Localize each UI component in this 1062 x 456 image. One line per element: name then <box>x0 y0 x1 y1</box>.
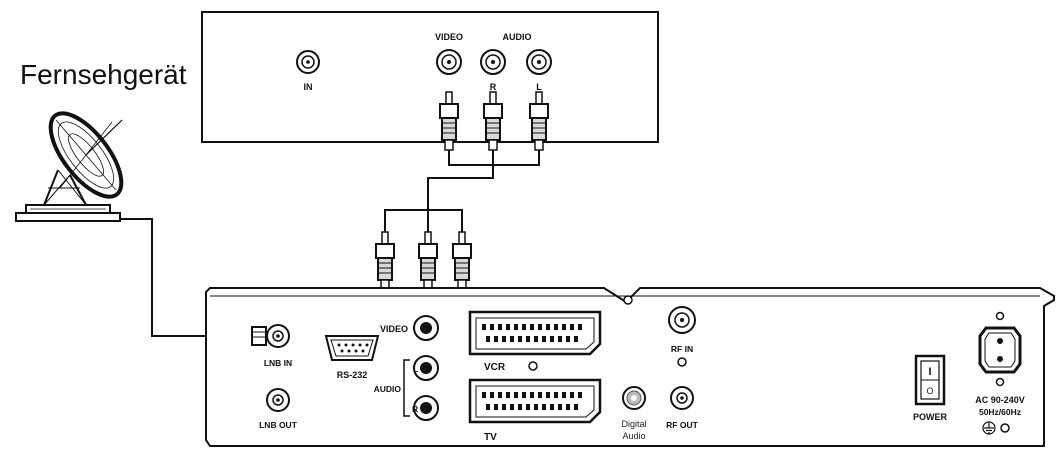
rs232-port <box>324 335 380 361</box>
tv-video-jack <box>436 49 462 75</box>
rf-in-connector <box>668 306 696 334</box>
rx-audio-r-jack <box>413 395 439 421</box>
ac-inlet <box>978 311 1022 387</box>
rx-audio-label: AUDIO <box>374 384 402 394</box>
rf-indicator <box>677 357 687 367</box>
av-cable <box>384 150 540 232</box>
rs232-label: RS-232 <box>337 370 368 380</box>
ground-icon <box>982 421 996 435</box>
rx-video-label: VIDEO <box>380 324 408 334</box>
digital-audio-label-line1: Digital <box>621 419 646 429</box>
tv-in-connector <box>296 50 320 74</box>
rx-video-jack <box>413 315 439 341</box>
lnb-in-connector <box>251 324 290 348</box>
tv-video-label: VIDEO <box>435 32 463 42</box>
vcr-label: VCR <box>484 362 506 373</box>
rf-out-connector <box>670 386 694 410</box>
power-switch-on-label: I <box>928 366 931 378</box>
tv-panel <box>201 11 659 143</box>
tv-audio-label: AUDIO <box>503 32 532 42</box>
tv-in-label: IN <box>304 82 313 92</box>
rf-out-label: RF OUT <box>666 420 698 430</box>
satellite-dish-icon <box>15 111 124 222</box>
power-switch-off-label: O <box>926 386 933 396</box>
rf-in-label: RF IN <box>671 344 693 354</box>
vcr-indicator <box>528 361 538 371</box>
title-label: Fernsehgerät <box>20 59 187 90</box>
rx-plug-right <box>452 231 472 291</box>
digital-audio-label-line2: Audio <box>622 431 645 441</box>
tv-scart-label: TV <box>484 432 497 443</box>
scart-vcr-port <box>468 310 602 356</box>
digital-audio-jack <box>622 386 646 410</box>
tv-audio-l-jack <box>526 49 552 75</box>
rx-audio-l-jack <box>413 355 439 381</box>
lnb-in-label: LNB IN <box>264 358 292 368</box>
power-switch <box>914 354 946 406</box>
tv-audio-l-label: L <box>536 82 542 92</box>
rx-audio-l-label: L <box>413 364 418 374</box>
ac-voltage-label: AC 90-240V <box>975 395 1025 405</box>
rx-audio-r-label: R <box>412 404 418 414</box>
ground-screw <box>1000 423 1010 433</box>
tv-audio-r-jack <box>480 49 506 75</box>
rx-plug-middle <box>418 231 438 291</box>
scart-tv-port <box>468 378 602 424</box>
ac-frequency-label: 50Hz/60Hz <box>979 407 1021 417</box>
power-label: POWER <box>913 412 948 422</box>
rx-plug-left <box>375 231 395 291</box>
audio-bracket <box>403 359 410 417</box>
lnb-out-connector <box>266 388 290 412</box>
lnb-out-label: LNB OUT <box>259 420 298 430</box>
tv-audio-r-label: R <box>490 82 497 92</box>
